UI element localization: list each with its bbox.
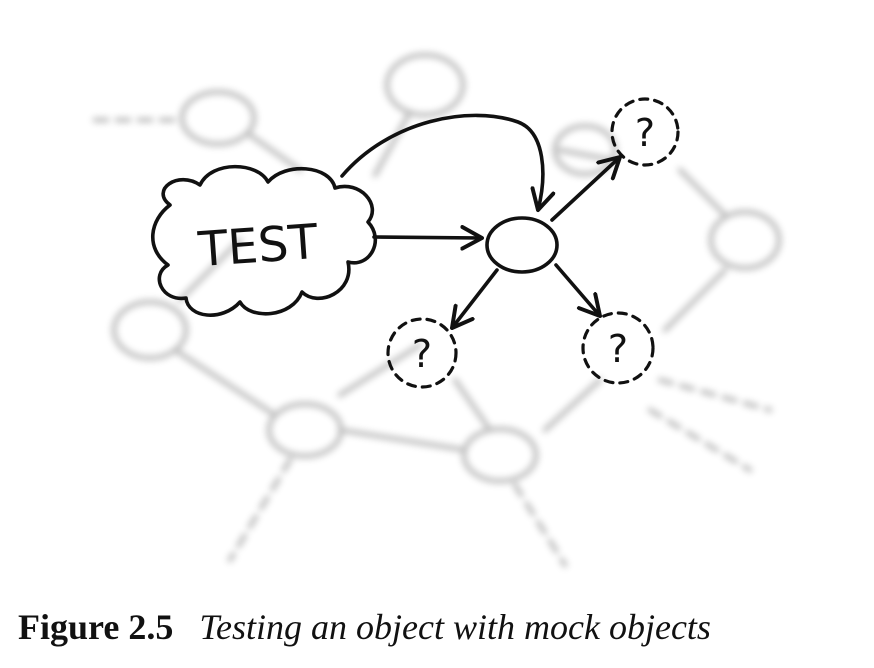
test-cloud: TEST	[151, 164, 378, 317]
arrow-object-to-mock-bottom-right	[554, 263, 600, 316]
arrow-test-to-object	[372, 237, 482, 238]
bg-node	[708, 209, 782, 271]
arrow-object-to-mock-top-right	[550, 157, 620, 222]
bg-edge	[337, 342, 423, 398]
bg-edge	[542, 377, 603, 433]
mock-object-top-right: ?	[610, 97, 680, 167]
arrow-test-to-object-curved	[340, 113, 543, 210]
bg-node	[552, 123, 618, 177]
bg-edge	[337, 427, 468, 453]
bg-node	[179, 89, 257, 147]
mock-object-bottom-right: ?	[581, 311, 655, 385]
figure-description: Testing an object with mock objects	[199, 607, 711, 647]
figure-label: Figure 2.5	[18, 607, 174, 647]
bg-edge	[557, 147, 615, 163]
test-label: TEST	[196, 214, 321, 278]
bg-edge	[247, 132, 303, 173]
arrow-object-to-mock-bottom-left	[452, 268, 499, 328]
object-under-test	[485, 216, 559, 274]
bg-node	[384, 52, 466, 118]
mock-objects-diagram: TEST ? ? ?	[92, 52, 782, 568]
mock-question-mark: ?	[635, 111, 655, 155]
bg-edge	[452, 377, 493, 433]
bg-edge	[172, 347, 278, 418]
bg-edge	[677, 167, 728, 218]
background-object-graph	[92, 52, 782, 568]
bg-node	[111, 299, 189, 361]
cloud-outline	[151, 164, 378, 317]
mock-question-mark: ?	[412, 332, 432, 376]
bg-edge	[227, 457, 293, 563]
bg-edge	[177, 237, 243, 303]
bg-node	[461, 426, 539, 484]
mock-question-mark: ?	[608, 327, 628, 371]
figure-caption: Figure 2.5 Testing an object with mock ob…	[18, 606, 874, 656]
bg-edge	[512, 482, 568, 568]
bg-edge	[647, 407, 753, 473]
bg-edge	[657, 377, 773, 413]
bg-edge	[662, 267, 728, 333]
mock-object-bottom-left: ?	[386, 317, 458, 389]
bg-edge	[372, 109, 413, 178]
bg-node	[266, 401, 344, 459]
